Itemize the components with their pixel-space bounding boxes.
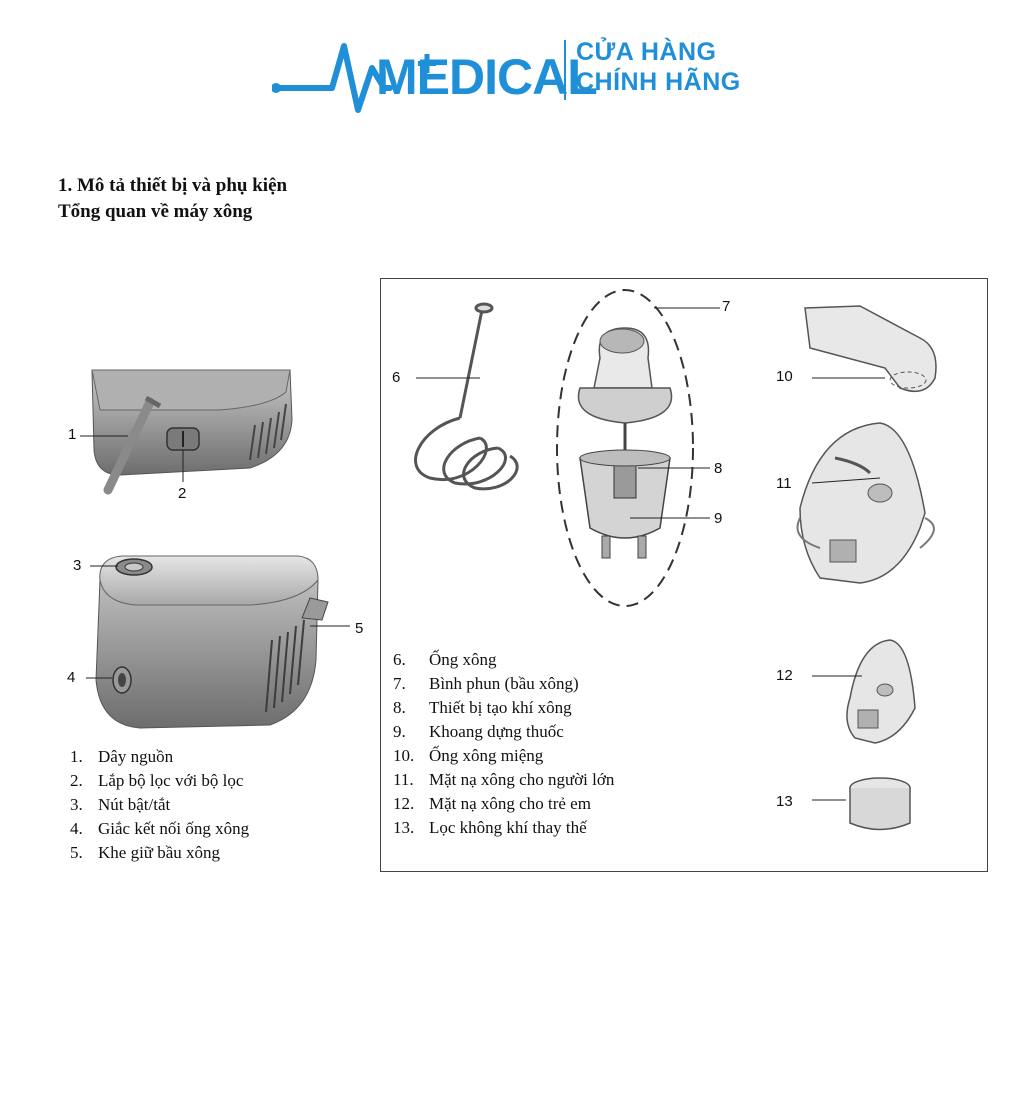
- accessory-panel: [380, 278, 988, 872]
- brand-logo: MEDICAL CỬA HÀNG CHÍNH HÃNG: [272, 28, 772, 118]
- pulse-line-icon: [272, 43, 436, 113]
- brand-name: MEDICAL: [376, 49, 598, 105]
- callout-3: 3: [73, 557, 82, 574]
- legend-item: 11.Mặt nạ xông cho người lớn: [393, 770, 615, 789]
- accessory-legend: 6.Ống xông 7.Bình phun (bầu xông) 8.Thiế…: [393, 648, 614, 840]
- callout-4: 4: [67, 669, 76, 686]
- brand-tagline-2: CHÍNH HÃNG: [576, 68, 741, 96]
- callout-6: 6: [392, 369, 401, 386]
- callout-2: 2: [178, 485, 187, 502]
- child-mask: [846, 639, 916, 744]
- brand-divider: [564, 40, 566, 100]
- callout-11: 11: [776, 475, 792, 492]
- section-subtitle: Tổng quan về máy xông: [58, 201, 253, 222]
- callout-13: 13: [776, 793, 793, 810]
- callout-12: 12: [776, 667, 793, 684]
- legend-item: 4.Giắc kết nối ống xông: [70, 819, 250, 838]
- legend-item: 3.Nút bật/tắt: [70, 795, 171, 814]
- nebulizer-cup: [579, 449, 671, 559]
- legend-item: 6.Ống xông: [393, 650, 497, 669]
- device-back-view: [80, 369, 293, 495]
- callout-8: 8: [714, 460, 723, 477]
- device-illustration: [80, 369, 350, 729]
- mouthpiece: [804, 305, 937, 393]
- device-front-view: [86, 555, 350, 729]
- accessory-illustration: [414, 289, 937, 831]
- callout-1: 1: [68, 426, 77, 443]
- nebulizer-tube: [414, 302, 519, 491]
- legend-item: 13.Lọc không khí thay thế: [393, 818, 587, 837]
- legend-item: 5.Khe giữ bầu xông: [70, 843, 221, 862]
- callout-10: 10: [776, 368, 793, 385]
- air-filter: [849, 777, 911, 831]
- section-title: 1. Mô tả thiết bị và phụ kiện: [58, 175, 288, 196]
- legend-item: 2.Lắp bộ lọc với bộ lọc: [70, 771, 244, 790]
- adult-mask: [796, 422, 935, 584]
- legend-item: 9.Khoang dựng thuốc: [393, 722, 564, 741]
- legend-item: 8.Thiết bị tạo khí xông: [393, 698, 572, 717]
- device-legend: 1.Dây nguồn 2.Lắp bộ lọc với bộ lọc 3.Nú…: [70, 745, 249, 865]
- legend-item: 1.Dây nguồn: [70, 747, 174, 766]
- legend-item: 7.Bình phun (bầu xông): [393, 674, 579, 693]
- brand-tagline-1: CỬA HÀNG: [576, 38, 717, 66]
- legend-item: 12.Mặt nạ xông cho trẻ em: [393, 794, 591, 813]
- legend-item: 10.Ống xông miệng: [393, 746, 544, 765]
- callout-7: 7: [722, 298, 731, 315]
- callout-9: 9: [714, 510, 723, 527]
- nebulizer-cap: [577, 327, 673, 424]
- callout-5: 5: [355, 620, 364, 637]
- nebulizer-outline: [556, 289, 694, 607]
